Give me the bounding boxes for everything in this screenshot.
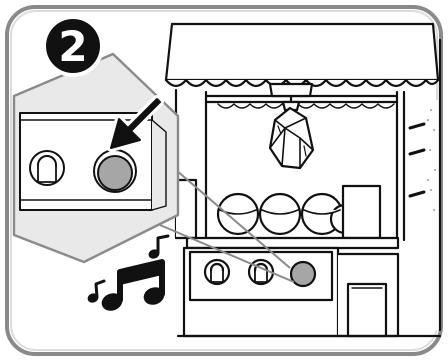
control-panel: [187, 238, 398, 248]
step-badge: 2: [42, 15, 104, 77]
canopy: [166, 24, 438, 80]
joystick-left: [205, 260, 229, 284]
play-button: [291, 262, 315, 286]
step-number: 2: [58, 22, 87, 71]
